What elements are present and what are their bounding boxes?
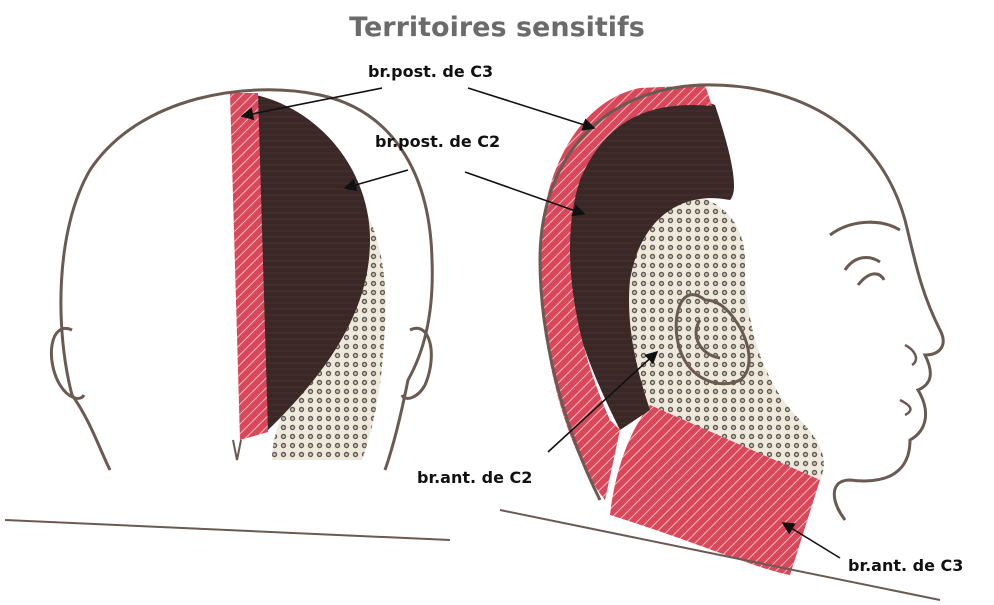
label-ant-c3: br.ant. de C3: [848, 556, 963, 575]
left-ear-posterior: [51, 328, 84, 398]
label-post-c2: br.post. de C2: [375, 132, 500, 151]
baseline-left: [5, 520, 450, 540]
label-ant-c2: br.ant. de C2: [417, 468, 532, 487]
leader-post-c3-right: [468, 88, 594, 128]
midline-marker: [233, 440, 241, 460]
posterior-head-view: [5, 90, 450, 540]
label-post-c3: br.post. de C3: [368, 62, 493, 81]
nose-lateral: [900, 345, 916, 415]
page-title: Territoires sensitifs: [0, 12, 994, 43]
eye-lateral: [830, 222, 900, 285]
lateral-head-view: [500, 85, 943, 600]
